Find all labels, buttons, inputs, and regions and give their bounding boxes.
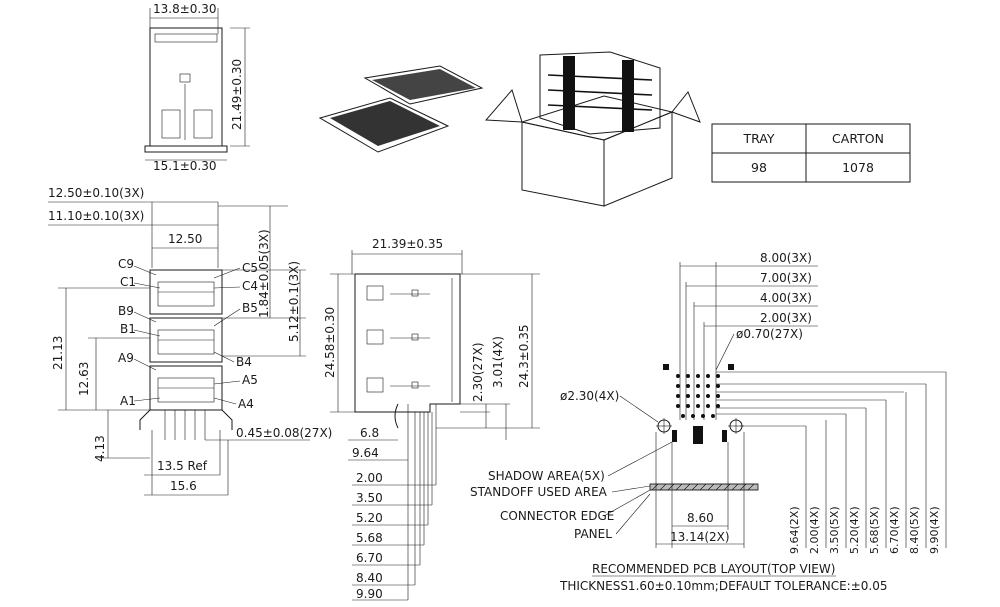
- contact-a4: A4: [238, 397, 254, 411]
- contact-a1: A1: [120, 394, 136, 408]
- side-bottom-dim-0: 2.00: [356, 471, 383, 485]
- front-dim-h1: 1.84±0.05(3X): [257, 229, 271, 318]
- top-bottom-width-dim: 15.1±0.30: [153, 159, 217, 173]
- side-bottom-dim-5: 8.40: [356, 571, 383, 585]
- pcb-dim-1314: 13.14(2X): [670, 530, 730, 544]
- contact-c9: C9: [118, 257, 134, 271]
- tray-illustration: [318, 65, 484, 153]
- top-height-dim: 21.49±0.30: [230, 59, 244, 130]
- contact-b5: B5: [242, 301, 258, 315]
- side-height-right: 24.3±0.35: [517, 325, 531, 389]
- front-dim-b: 11.10±0.10(3X): [48, 209, 144, 223]
- pcb-v-dim-5: 6.70(4X): [888, 506, 901, 554]
- pcb-hole-small: ø0.70(27X): [736, 327, 803, 341]
- pcb-label-standoff: STANDOFF USED AREA: [470, 485, 608, 499]
- pcb-top-dim-2: 4.00(3X): [760, 291, 812, 305]
- pcb-title: RECOMMENDED PCB LAYOUT(TOP VIEW): [592, 562, 835, 576]
- front-dim-c: 12.50: [168, 232, 202, 246]
- front-dim-a: 12.50±0.10(3X): [48, 186, 144, 200]
- packing-table: TRAY CARTON 98 1078: [711, 123, 911, 183]
- table-header-carton: CARTON: [832, 131, 884, 146]
- pcb-top-dim-1: 7.00(3X): [760, 271, 812, 285]
- front-ref-width: 13.5 Ref: [157, 459, 208, 473]
- front-pin-pitch: 0.45±0.08(27X): [236, 426, 332, 440]
- contact-b1: B1: [120, 322, 136, 336]
- pcb-v-dim-0: 9.64(2X): [788, 506, 801, 554]
- contact-c5: C5: [242, 261, 258, 275]
- side-bottom-dim-1: 3.50: [356, 491, 383, 505]
- pcb-top-dim-0: 8.00(3X): [760, 251, 812, 265]
- front-view: 12.50±0.10(3X) 11.10±0.10(3X) 12.50 C9 C…: [48, 186, 332, 496]
- carton-illustration: [484, 51, 701, 207]
- contact-a9: A9: [118, 351, 134, 365]
- pcb-v-dim-4: 5.68(5X): [868, 506, 881, 554]
- side-pin-dim: 2.30(27X): [471, 342, 485, 402]
- side-peg-dim: 3.01(4X): [491, 336, 505, 388]
- pcb-top-dim-3: 2.00(3X): [760, 311, 812, 325]
- side-bottom-dim-2: 5.20: [356, 511, 383, 525]
- contact-a5: A5: [242, 373, 258, 387]
- pcb-v-dim-6: 8.40(5X): [908, 506, 921, 554]
- table-header-tray: TRAY: [742, 131, 774, 146]
- side-offset-a: 6.8: [360, 426, 379, 440]
- pcb-layout: 8.00(3X) 7.00(3X) 4.00(3X) 2.00(3X) ø0.7…: [470, 251, 947, 593]
- top-width-dim: 13.8±0.30: [153, 2, 217, 16]
- front-dim-4: 4.13: [93, 435, 107, 462]
- contact-b9: B9: [118, 304, 134, 318]
- table-value-tray: 98: [751, 160, 767, 175]
- pcb-v-dim-1: 2.00(4X): [808, 506, 821, 554]
- front-dim-21: 21.13: [51, 336, 65, 370]
- table-value-carton: 1078: [842, 160, 874, 175]
- side-height-left: 24.58±0.30: [323, 307, 337, 378]
- side-bottom-dim-4: 6.70: [356, 551, 383, 565]
- front-dim-12: 12.63: [77, 362, 91, 396]
- pcb-hole-large: ø2.30(4X): [560, 389, 619, 403]
- contact-b4: B4: [236, 355, 252, 369]
- side-offset-b: 9.64: [352, 446, 379, 460]
- pcb-hole-grid: [663, 364, 734, 418]
- pcb-v-dim-7: 9.90(4X): [928, 506, 941, 554]
- pcb-v-dim-2: 3.50(5X): [828, 506, 841, 554]
- side-bottom-dim-3: 5.68: [356, 531, 383, 545]
- top-view: 13.8±0.30 15.1±0.30 21.49±0.30: [144, 2, 250, 173]
- side-width-dim: 21.39±0.35: [372, 237, 443, 251]
- pcb-note: THICKNESS1.60±0.10mm;DEFAULT TOLERANCE:±…: [559, 579, 888, 593]
- side-bottom-dim-6: 9.90: [356, 587, 383, 601]
- contact-c4: C4: [242, 279, 258, 293]
- pcb-label-shadow: SHADOW AREA(5X): [488, 469, 605, 483]
- pcb-dim-860: 8.60: [687, 511, 714, 525]
- contact-c1: C1: [120, 275, 136, 289]
- pcb-label-connector-edge: CONNECTOR EDGE: [500, 509, 614, 523]
- side-view: 21.39±0.35 24.58±0.30 24.3±0.35: [323, 237, 540, 601]
- front-dim-h2: 5.12±0.1(3X): [287, 261, 301, 342]
- pcb-v-dim-3: 5.20(4X): [848, 506, 861, 554]
- pcb-label-panel: PANEL: [574, 527, 612, 541]
- front-base-width: 15.6: [170, 479, 197, 493]
